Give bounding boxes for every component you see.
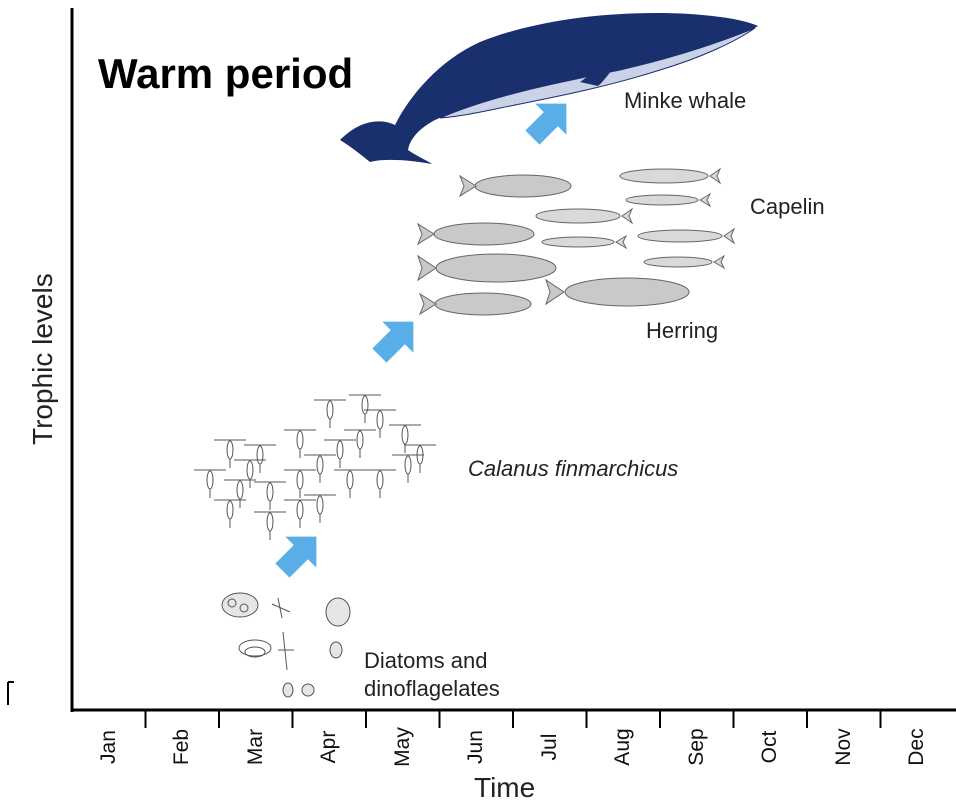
copepod — [304, 454, 336, 483]
label-capelin: Capelin — [750, 194, 825, 219]
transfer-arrows — [275, 103, 567, 578]
copepod — [254, 481, 286, 510]
copepod — [224, 479, 256, 508]
copepod — [244, 444, 276, 473]
x-axis-label: Time — [474, 772, 536, 803]
month-label-nov: Nov — [831, 728, 855, 766]
label-minke-whale: Minke whale — [624, 88, 747, 113]
month-label-sep: Sep — [684, 728, 708, 766]
month-label-may: May — [390, 727, 414, 767]
y-axis-label: Trophic levels — [27, 273, 58, 445]
copepod — [284, 499, 316, 528]
copepod — [254, 511, 286, 540]
copepod — [324, 439, 356, 468]
copepod — [284, 469, 316, 498]
copepod — [304, 494, 336, 523]
x-axis-ticks — [144, 710, 882, 728]
page-title: Warm period — [98, 50, 354, 97]
label-calanus: Calanus finmarchicus — [468, 456, 679, 481]
month-label-aug: Aug — [611, 728, 635, 766]
copepod — [364, 409, 396, 438]
copepod — [314, 399, 346, 428]
copepod — [392, 454, 424, 483]
arrow-1 — [275, 536, 317, 578]
capelin-illustration — [535, 167, 736, 270]
label-diatoms-line2: dinoflagelates — [364, 676, 500, 701]
copepod — [349, 394, 381, 423]
label-herring: Herring — [646, 318, 719, 343]
month-label-mar: Mar — [243, 728, 267, 766]
copepod — [214, 499, 246, 528]
diatoms-illustration — [221, 592, 351, 698]
copepod — [389, 424, 421, 453]
month-label-oct: Oct — [758, 730, 782, 764]
herring-illustration — [416, 174, 690, 316]
copepod — [334, 469, 366, 498]
copepod — [284, 429, 316, 458]
calanus-illustration — [194, 394, 436, 540]
copepod — [214, 439, 246, 468]
copepod — [344, 429, 376, 458]
minke-whale-illustration — [340, 13, 758, 164]
copepod — [364, 469, 396, 498]
month-label-feb: Feb — [170, 728, 194, 766]
copepod — [234, 459, 266, 488]
arrow-3 — [525, 103, 567, 145]
month-label-dec: Dec — [905, 728, 929, 766]
label-diatoms-line1: Diatoms and — [364, 648, 488, 673]
month-label-apr: Apr — [317, 730, 341, 764]
copepod — [404, 444, 436, 473]
copepod — [194, 469, 226, 498]
arrow-2 — [372, 321, 414, 363]
month-label-jun: Jun — [464, 730, 488, 764]
month-label-jan: Jan — [96, 730, 120, 764]
month-label-jul: Jul — [537, 733, 561, 761]
